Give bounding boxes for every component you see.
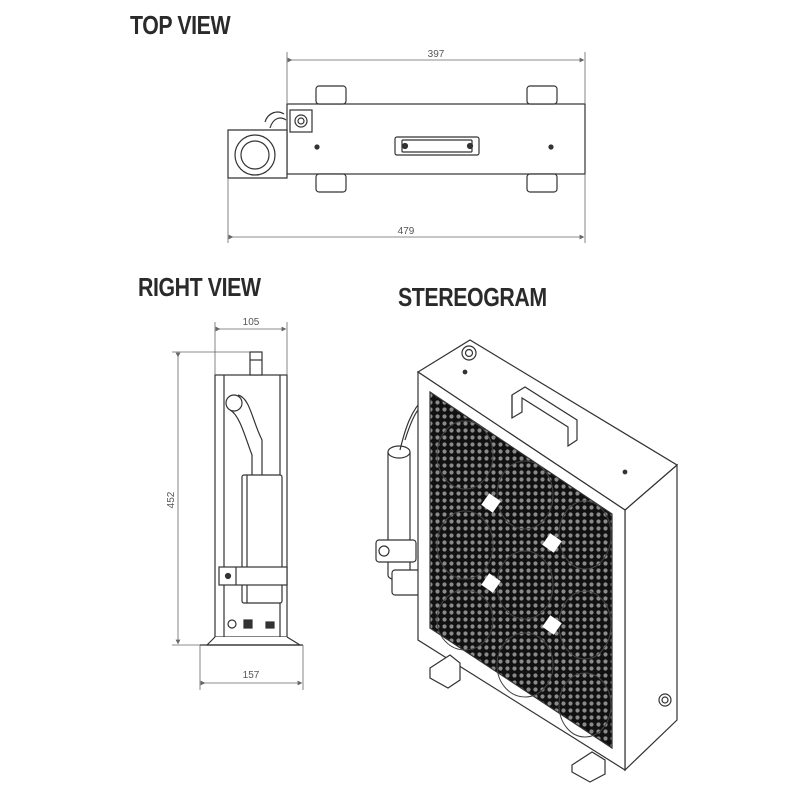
- dim-top-width: 397: [428, 49, 445, 60]
- top-pump: [227, 129, 288, 179]
- stereogram-side-panel: [624, 463, 678, 772]
- dim-right-depth: 105: [243, 317, 260, 328]
- right-view-title: RIGHT VIEW: [138, 272, 261, 302]
- top-view-drawing: [227, 85, 586, 193]
- stereogram-pump: [375, 397, 431, 596]
- right-dimension-lines: [172, 322, 304, 690]
- top-handle: [394, 136, 480, 156]
- dim-right-base: 157: [243, 670, 260, 681]
- top-dimension-lines: [227, 52, 586, 243]
- top-foot: [315, 173, 347, 193]
- dim-top-total: 479: [398, 226, 415, 237]
- stereogram-fan-grille: [429, 390, 613, 750]
- top-foot: [526, 85, 558, 105]
- top-body: [286, 103, 586, 175]
- stereogram-drawing: [375, 339, 679, 783]
- right-view-drawing: [200, 351, 303, 646]
- stereogram-handle: [511, 386, 578, 448]
- stereogram-foot: [571, 751, 606, 783]
- stereogram-foot: [429, 654, 461, 689]
- stereogram-title: STEREOGRAM: [398, 282, 547, 312]
- dim-right-height: 452: [166, 491, 177, 508]
- top-view-title: TOP VIEW: [130, 10, 231, 40]
- top-foot: [315, 85, 347, 105]
- top-foot: [526, 173, 558, 193]
